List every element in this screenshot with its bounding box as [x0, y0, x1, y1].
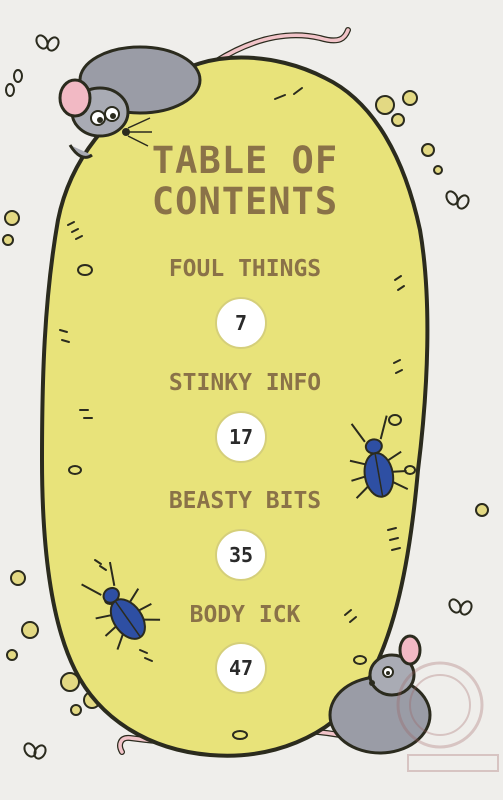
rat-icon	[58, 45, 202, 159]
toc-entry-label[interactable]: FOUL THINGS	[168, 256, 322, 282]
fly-icon	[5, 34, 473, 760]
title-line-2: CONTENTS	[151, 180, 339, 223]
rat-icon	[328, 634, 432, 755]
page-number-badge[interactable]: 47	[215, 642, 267, 694]
page-number-badge[interactable]: 7	[215, 297, 267, 349]
beetle-icon	[349, 415, 409, 499]
page-title: TABLE OF CONTENTS	[100, 140, 390, 222]
toc-entry-label[interactable]: STINKY INFO	[168, 370, 322, 396]
beetle-icon	[81, 561, 161, 650]
page-number-badge[interactable]: 17	[215, 411, 267, 463]
toc-entry-label[interactable]: BEASTY BITS	[168, 488, 322, 514]
title-line-1: TABLE OF	[151, 139, 339, 182]
cheese-texture	[59, 87, 405, 662]
cheese-blob	[39, 55, 430, 758]
watermark-seal	[396, 661, 499, 772]
page-number-badge[interactable]: 35	[215, 529, 267, 581]
toc-entry-label[interactable]: BODY ICK	[189, 602, 301, 628]
